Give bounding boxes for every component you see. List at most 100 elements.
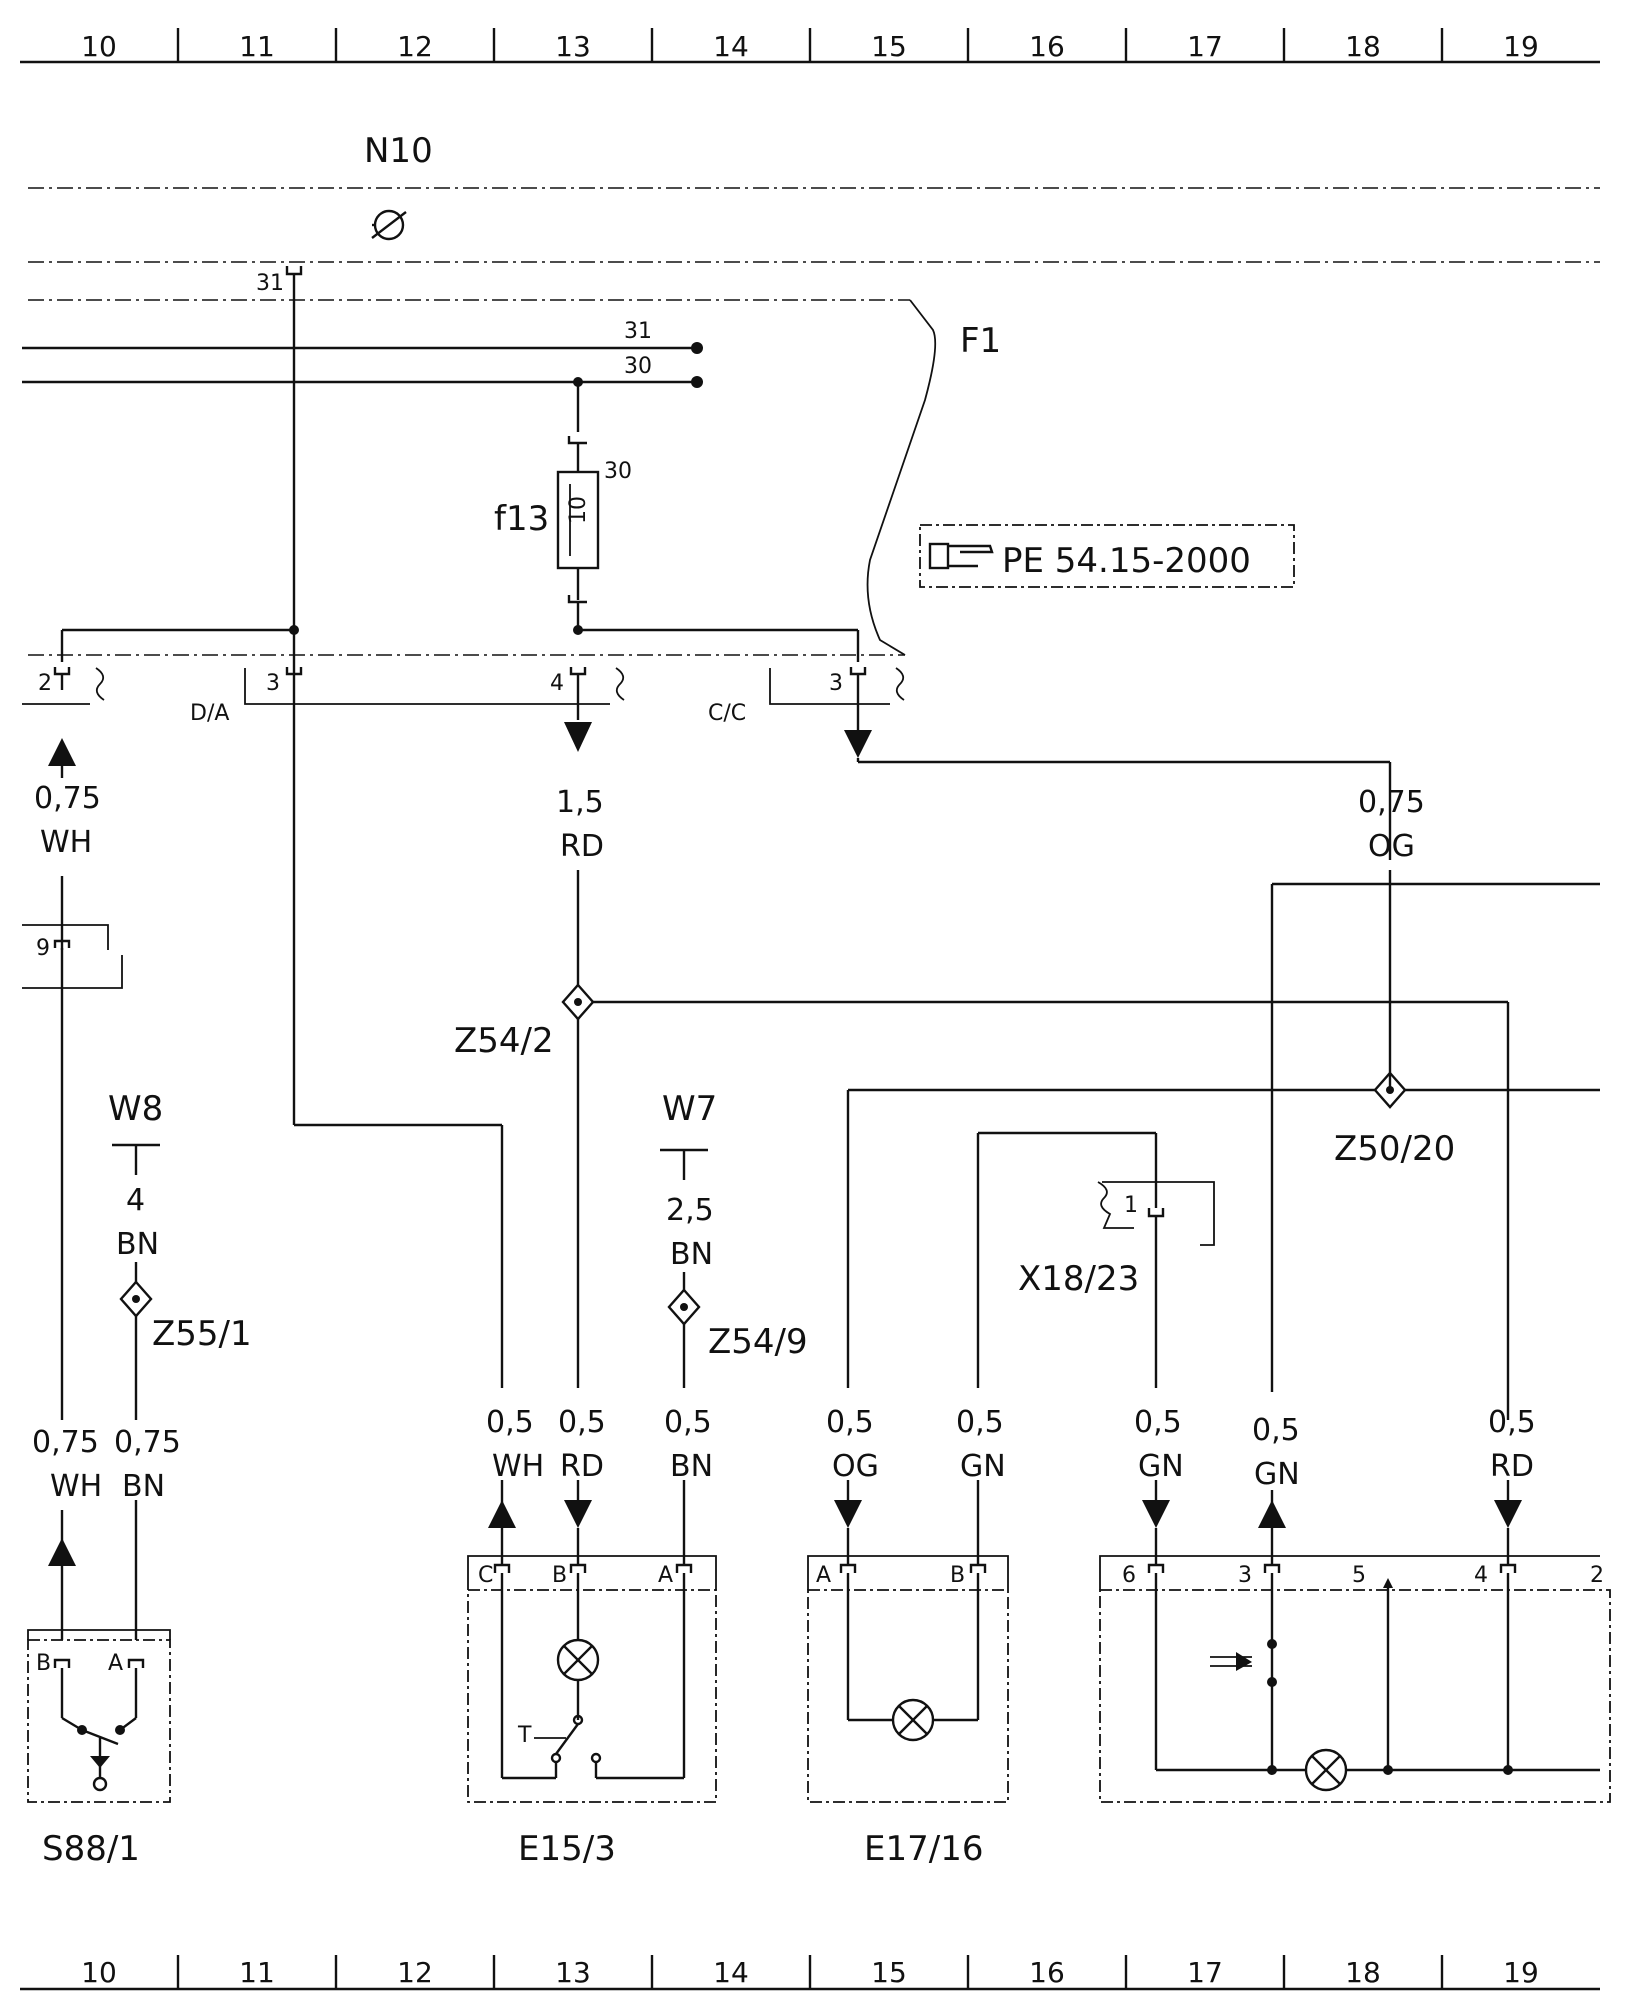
component-right-partial: 6 3 5 4 2 [1099, 1555, 1611, 1803]
z50-20-label: Z50/20 [1334, 1129, 1455, 1169]
grid-column-label: 12 [397, 1956, 433, 1989]
svg-text:A: A [658, 1563, 673, 1588]
svg-text:WH: WH [40, 825, 92, 860]
w7-label: W7 [662, 1089, 717, 1129]
svg-text:B: B [36, 1651, 51, 1676]
svg-text:BN: BN [116, 1227, 159, 1262]
svg-text:0,5: 0,5 [826, 1405, 874, 1440]
svg-text:C: C [478, 1563, 493, 1588]
splice-z55-1 [119, 1280, 153, 1318]
svg-text:BN: BN [670, 1449, 713, 1484]
svg-text:WH: WH [492, 1449, 544, 1484]
svg-text:RD: RD [560, 829, 604, 864]
cc-label: C/C [708, 701, 746, 726]
ground-symbol-icon [371, 209, 407, 241]
svg-text:GN: GN [960, 1449, 1006, 1484]
z54-2-label: Z54/2 [454, 1021, 554, 1061]
svg-text:0,5: 0,5 [1488, 1405, 1536, 1440]
grid-column-label: 18 [1345, 30, 1381, 63]
svg-text:1: 1 [1124, 1193, 1138, 1218]
splice-z54-2 [561, 983, 595, 1021]
svg-text:6: 6 [1122, 1563, 1136, 1588]
grid-bar-bottom: 10 11 12 13 14 15 16 17 18 19 [20, 1955, 1600, 1991]
svg-text:0,5: 0,5 [1252, 1413, 1300, 1448]
grid-column-label: 15 [871, 1956, 907, 1989]
f1-boundary-curve [866, 299, 937, 656]
fuse-pin-30: 30 [604, 459, 632, 484]
n10-label: N10 [364, 131, 433, 171]
svg-text:0,5: 0,5 [956, 1405, 1004, 1440]
svg-text:1,5: 1,5 [556, 785, 604, 820]
grid-column-label: 11 [239, 1956, 275, 1989]
svg-text:9: 9 [36, 936, 50, 961]
grid-column-label: 11 [239, 30, 275, 63]
svg-text:A: A [816, 1563, 831, 1588]
svg-text:0,75: 0,75 [114, 1425, 181, 1460]
z55-1-label: Z55/1 [152, 1314, 252, 1354]
e17-16-label: E17/16 [864, 1829, 983, 1869]
da-label: D/A [190, 701, 229, 726]
w8-label: W8 [108, 1089, 163, 1129]
x18-23-label: X18/23 [1018, 1259, 1139, 1299]
bus-31-label: 31 [624, 319, 652, 344]
pin-31-label: 31 [256, 271, 284, 296]
grid-column-label: 17 [1187, 1956, 1223, 1989]
svg-text:B: B [552, 1563, 567, 1588]
svg-text:OG: OG [832, 1449, 879, 1484]
lamp-icon [891, 1698, 935, 1742]
svg-text:2: 2 [1590, 1563, 1604, 1588]
svg-text:WH: WH [50, 1469, 102, 1504]
svg-text:4: 4 [126, 1183, 145, 1218]
svg-text:0,5: 0,5 [558, 1405, 606, 1440]
grid-column-label: 19 [1503, 30, 1539, 63]
svg-text:2,5: 2,5 [666, 1193, 714, 1228]
grid-column-label: 18 [1345, 1956, 1381, 1989]
grid-column-label: 14 [713, 30, 749, 63]
bus-30-label: 30 [624, 354, 652, 379]
switch-t-label: T [517, 1723, 532, 1748]
svg-text:A: A [108, 1651, 123, 1676]
grid-column-label: 14 [713, 1956, 749, 1989]
component-e15-3: C B A T [467, 1555, 717, 1803]
grid-column-label: 15 [871, 30, 907, 63]
svg-text:0,75: 0,75 [32, 1425, 99, 1460]
reference-text: PE 54.15-2000 [1002, 541, 1251, 581]
svg-text:BN: BN [122, 1469, 165, 1504]
e15-3-label: E15/3 [518, 1829, 616, 1869]
grid-column-label: 13 [555, 30, 591, 63]
svg-text:4: 4 [1474, 1563, 1488, 1588]
svg-text:0,5: 0,5 [1134, 1405, 1182, 1440]
grid-column-label: 16 [1029, 1956, 1065, 1989]
svg-text:GN: GN [1138, 1449, 1184, 1484]
component-s88-1: B A [27, 1629, 171, 1803]
grid-column-label: 17 [1187, 30, 1223, 63]
splice-z54-9 [667, 1288, 701, 1326]
svg-text:OG: OG [1368, 829, 1415, 864]
grid-column-label: 10 [81, 1956, 117, 1989]
pointing-hand-icon [928, 542, 994, 570]
svg-text:2: 2 [38, 671, 52, 696]
svg-text:B: B [950, 1563, 965, 1588]
grid-column-label: 19 [1503, 1956, 1539, 1989]
f1-label: F1 [960, 321, 1001, 361]
svg-text:5: 5 [1352, 1563, 1366, 1588]
splice-z50-20 [1373, 1071, 1407, 1109]
svg-text:3: 3 [829, 671, 843, 696]
grid-column-label: 16 [1029, 30, 1065, 63]
grid-column-label: 13 [555, 1956, 591, 1989]
svg-text:GN: GN [1254, 1457, 1300, 1492]
z54-9-label: Z54/9 [708, 1322, 808, 1362]
svg-text:0,75: 0,75 [34, 781, 101, 816]
reference-box [919, 524, 1295, 588]
svg-text:RD: RD [560, 1449, 604, 1484]
grid-column-label: 10 [81, 30, 117, 63]
svg-text:0,5: 0,5 [664, 1405, 712, 1440]
svg-text:4: 4 [550, 671, 564, 696]
svg-text:3: 3 [266, 671, 280, 696]
f13-label: f13 [494, 499, 549, 539]
svg-text:BN: BN [670, 1237, 713, 1272]
lamp-icon [556, 1638, 600, 1682]
s88-1-label: S88/1 [42, 1829, 140, 1869]
